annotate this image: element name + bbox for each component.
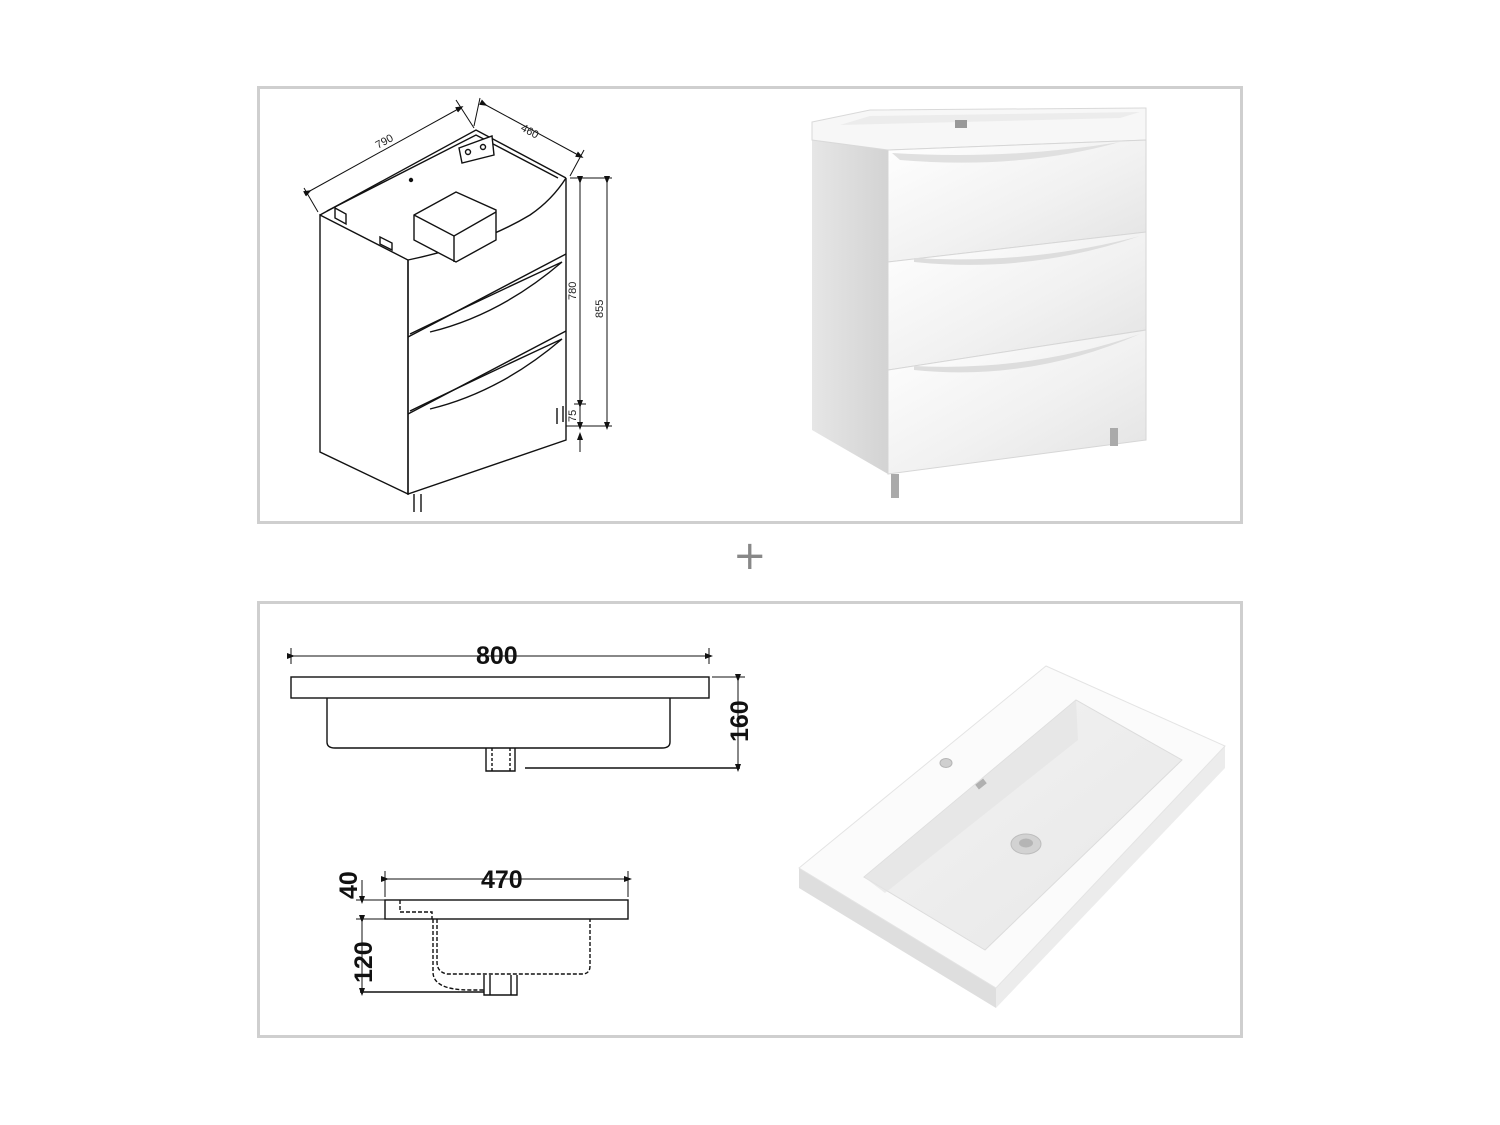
basin-top-thickness-label: 40 <box>335 871 363 899</box>
basin-section-dimensions <box>356 871 632 996</box>
cabinet-leg-height-label: 75 <box>567 410 579 422</box>
cabinet-render <box>811 107 1147 498</box>
cabinet-depth-label: 460 <box>519 122 541 141</box>
basin-bowl-depth-label: 120 <box>350 941 378 983</box>
plus-separator: + <box>733 533 767 579</box>
cabinet-dimensions <box>303 97 612 452</box>
cabinet-total-height-label: 855 <box>594 300 606 318</box>
basin-front-view <box>290 676 740 772</box>
basin-depth-label: 470 <box>481 866 523 894</box>
cabinet-drawing <box>319 129 567 512</box>
basin-section-view <box>360 899 629 996</box>
basin-render <box>798 665 1226 1008</box>
basin-length-label: 800 <box>476 642 518 670</box>
cabinet-width-label: 790 <box>374 132 396 151</box>
basin-height-label: 160 <box>726 700 754 742</box>
basin-front-dimensions <box>287 648 745 772</box>
cabinet-body-height-label: 780 <box>567 282 579 300</box>
